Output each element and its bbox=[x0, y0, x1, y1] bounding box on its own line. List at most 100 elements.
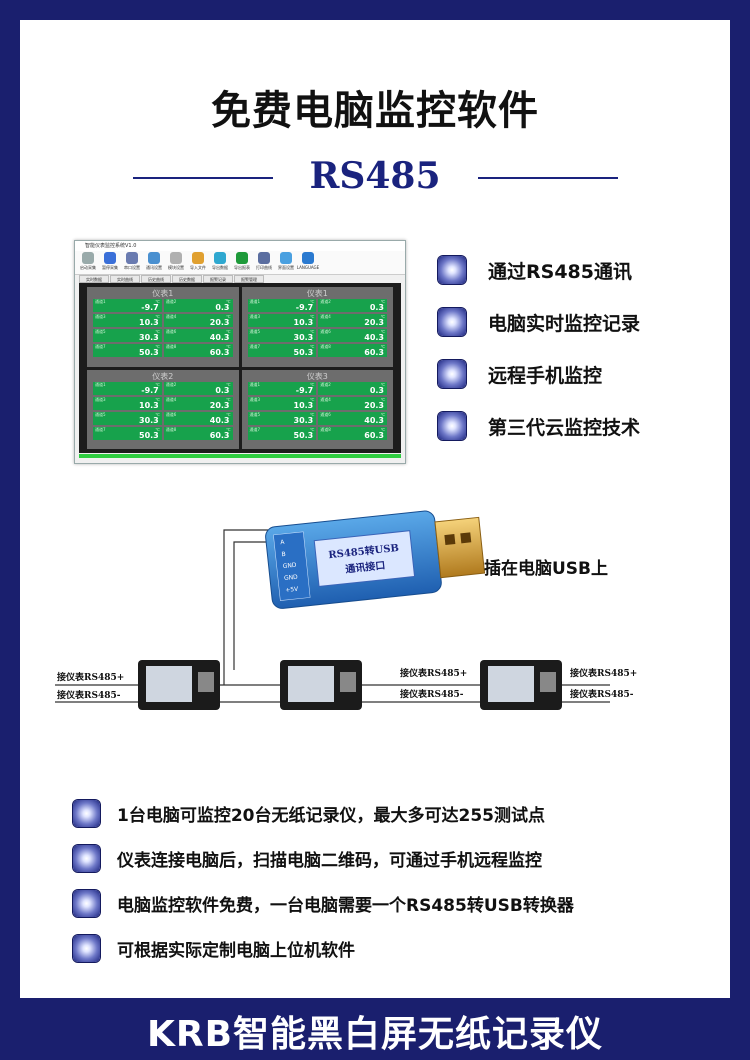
channel-value: 60.3 bbox=[209, 430, 230, 440]
software-tab[interactable]: 历史曲线 bbox=[141, 275, 171, 283]
channel-value: 10.3 bbox=[139, 400, 159, 410]
software-window-title: 智能仪表监控系统V1.0 bbox=[75, 241, 405, 251]
toolbar-button[interactable]: 暂停采集 bbox=[101, 252, 119, 273]
toolbar-button-label: 模块设置 bbox=[168, 265, 184, 270]
channel-unit: ℃ bbox=[155, 299, 160, 304]
subtitle-right-rule bbox=[478, 177, 618, 179]
usb-plug-hole bbox=[444, 534, 456, 546]
channel-unit: ℃ bbox=[380, 426, 386, 432]
channel-label: 通道2 bbox=[165, 299, 177, 304]
feature-item: 第三代云监控技术 bbox=[438, 412, 640, 440]
software-tab[interactable]: 实时曲线 bbox=[110, 275, 140, 283]
toolbar-button-label: 界面设置 bbox=[278, 265, 294, 270]
toolbar-button[interactable]: 通讯设置 bbox=[145, 252, 163, 273]
channel-value: 40.3 bbox=[209, 415, 230, 425]
wire-minus-leader bbox=[233, 541, 268, 670]
software-tab[interactable]: 历史数据 bbox=[172, 275, 202, 283]
channel-label: 通道3 bbox=[249, 314, 261, 319]
toolbar-button[interactable]: 导出报表 bbox=[233, 252, 251, 273]
wire-label-plus: 接仪表RS485+ bbox=[400, 667, 467, 679]
usb-pin-label: GND bbox=[282, 562, 297, 570]
channel-unit: ℃ bbox=[380, 396, 386, 402]
wire-label-minus: 接仪表RS485- bbox=[400, 688, 464, 700]
recorder-screen bbox=[288, 666, 334, 702]
toolbar-button[interactable]: 打印曲线 bbox=[255, 252, 273, 273]
software-tab[interactable]: 报警记录 bbox=[203, 275, 233, 283]
recorder-screen bbox=[488, 666, 534, 702]
software-window: 智能仪表监控系统V1.0 启动采集暂停采集串口设置通讯设置模块设置导入文件导出数… bbox=[74, 240, 406, 464]
channel-value: 20.3 bbox=[364, 318, 384, 327]
recorder-screen bbox=[146, 666, 192, 702]
usb-label-plate bbox=[313, 530, 416, 588]
toolbar-button[interactable]: 串口设置 bbox=[123, 252, 141, 273]
channel-unit: ℃ bbox=[155, 426, 160, 432]
channel-unit: ℃ bbox=[226, 381, 231, 387]
note-text: 仪表连接电脑后，扫描电脑二维码，可通过手机远程监控 bbox=[117, 851, 542, 871]
recorder-keypad bbox=[540, 672, 556, 692]
channel-label: 通道6 bbox=[320, 411, 331, 417]
wire-label-minus: 接仪表RS485- bbox=[57, 689, 121, 701]
channel-label: 通道4 bbox=[165, 314, 177, 319]
channel-label: 通道8 bbox=[320, 426, 331, 432]
channel-label: 通道5 bbox=[95, 329, 106, 334]
channel-unit: ℃ bbox=[226, 344, 231, 349]
bullet-square-icon bbox=[73, 845, 100, 872]
channel-unit: ℃ bbox=[155, 381, 160, 387]
software-tab[interactable]: 实时数据 bbox=[79, 275, 109, 283]
feature-text: 远程手机监控 bbox=[488, 364, 603, 387]
channel-value: -9.7 bbox=[141, 385, 159, 395]
toolbar-button[interactable]: 界面设置 bbox=[277, 252, 295, 273]
page-title: 免费电脑监控软件 bbox=[211, 88, 539, 134]
instrument-panel-title: 仪表1 bbox=[152, 289, 174, 298]
channel-label: 通道6 bbox=[165, 411, 177, 417]
toolbar-button[interactable]: 启动采集 bbox=[79, 252, 97, 273]
channel-value: 50.3 bbox=[139, 348, 159, 357]
subtitle-left-rule bbox=[133, 177, 273, 179]
channel-value: 30.3 bbox=[139, 415, 159, 425]
channel-cell: 通道1℃-9.7 bbox=[93, 381, 162, 395]
channel-value: 10.3 bbox=[139, 318, 159, 327]
bullet-square-icon bbox=[73, 800, 100, 827]
channel-label: 通道8 bbox=[165, 426, 177, 432]
channel-label: 通道4 bbox=[320, 314, 331, 319]
channel-label: 通道5 bbox=[249, 411, 261, 417]
usb-adapter: A B GND GND +5V RS485转USB 通讯接口 bbox=[265, 510, 486, 609]
software-status-bar bbox=[79, 454, 401, 458]
toolbar-button[interactable]: 模块设置 bbox=[167, 252, 185, 273]
footer-banner: KRB智能黑白屏无纸记录仪 bbox=[146, 1014, 604, 1055]
bullet-square-icon bbox=[438, 256, 466, 284]
toolbar-button[interactable]: LANGUAGE bbox=[296, 252, 320, 273]
recorder-device bbox=[480, 660, 562, 710]
channel-unit: ℃ bbox=[226, 314, 231, 319]
channel-unit: ℃ bbox=[309, 329, 315, 334]
channel-value: 20.3 bbox=[209, 400, 230, 410]
feature-text: 通过RS485通讯 bbox=[488, 260, 632, 283]
note-text: 电脑监控软件免费，一台电脑需要一个RS485转USB转换器 bbox=[117, 896, 574, 916]
toolbar-button-label: 启动采集 bbox=[80, 265, 96, 270]
toolbar-button-label: LANGUAGE bbox=[296, 265, 320, 270]
channel-label: 通道3 bbox=[249, 396, 261, 402]
channel-label: 通道7 bbox=[249, 426, 261, 432]
channel-value: 50.3 bbox=[139, 430, 159, 440]
channel-label: 通道1 bbox=[95, 299, 106, 304]
software-tab[interactable]: 报警管理 bbox=[234, 275, 264, 283]
toolbar-button[interactable]: 导入文件 bbox=[189, 252, 207, 273]
usb-pin-label: B bbox=[281, 551, 286, 558]
wiring-diagram: A B GND GND +5V RS485转USB 通讯接口 接仪表RS485+… bbox=[55, 510, 637, 710]
feature-item: 通过RS485通讯 bbox=[438, 256, 632, 284]
channel-value: 30.3 bbox=[293, 333, 314, 342]
toolbar-button[interactable]: 导出数据 bbox=[211, 252, 229, 273]
toolbar-icon bbox=[148, 252, 160, 264]
